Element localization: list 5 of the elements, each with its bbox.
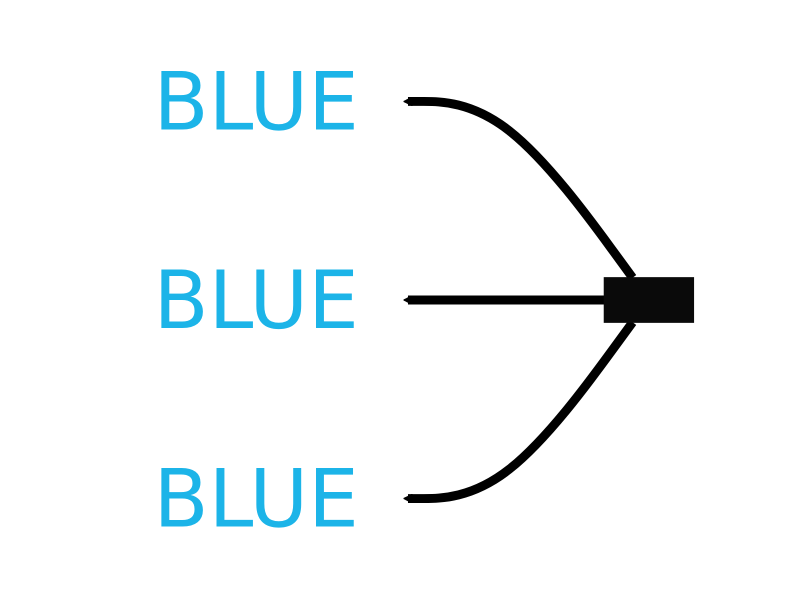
word-label: BLUE xyxy=(154,54,360,148)
arrow xyxy=(403,295,605,305)
square-block xyxy=(604,277,694,323)
word-label: BLUE xyxy=(154,253,360,347)
word-label: BLUE xyxy=(154,452,360,546)
